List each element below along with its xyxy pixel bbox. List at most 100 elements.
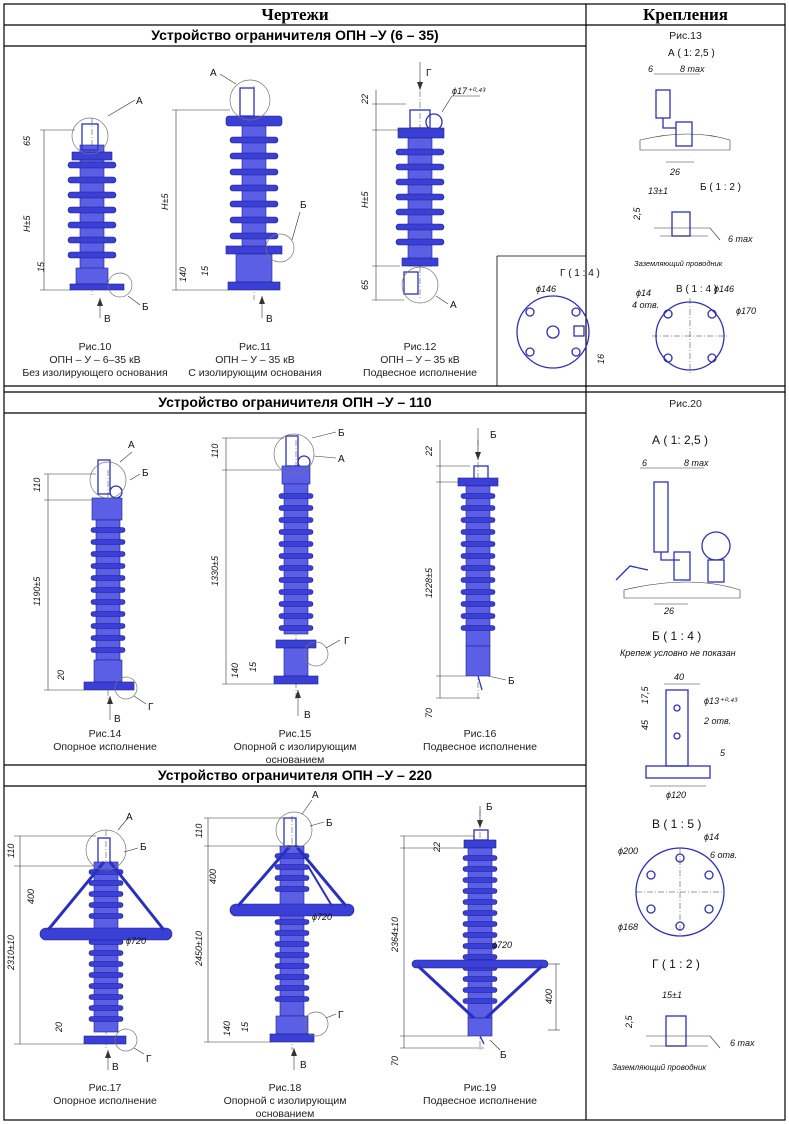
dim-8max: 8 max: [684, 458, 709, 468]
dim-16: 16: [596, 354, 606, 364]
caption-fig14: Рис.14 Опорное исполнение: [20, 728, 190, 754]
detail-v-title: В ( 1 : 5 ): [652, 817, 701, 831]
dim-6: 6: [648, 64, 653, 74]
figure-19-arrester: Б Б ϕ720 22 2364±10 400 70: [390, 802, 560, 1066]
caption-number: Рис.15: [278, 728, 312, 740]
dim-phi720: ϕ720: [126, 936, 146, 946]
figure-18-arrester: А Б Г В ϕ720 110 400 2450±10 140 15: [194, 790, 355, 1071]
detail-g-title: Г ( 1 : 4 ): [560, 268, 600, 279]
dim-45: 45: [640, 719, 650, 730]
caption-number: Рис.18: [268, 1082, 302, 1094]
dim-22: 22: [424, 446, 434, 457]
caption-fig10: Рис.10 ОПН – У – 6–35 кВ Без изолирующег…: [20, 341, 170, 380]
detail-v-fig20: В ( 1 : 5 ) ϕ200 ϕ14 6 отв. ϕ168: [618, 817, 737, 937]
caption-line: ОПН – У – 6–35 кВ: [49, 354, 141, 366]
detail-b-title: Б ( 1 : 4 ): [652, 629, 701, 643]
caption-line: ОПН – У – 35 кВ: [215, 354, 295, 366]
dim-26: 26: [663, 606, 674, 616]
dim-phi200: ϕ200: [618, 846, 638, 856]
caption-number: Рис.14: [88, 728, 122, 740]
dim-15: 15: [36, 261, 46, 272]
detail-a-fig20: А ( 1: 2,5 ) 6 8 max 26: [615, 433, 741, 616]
dim-13: 13±1: [648, 186, 668, 196]
callout-v: В: [114, 714, 121, 725]
callout-b: Б: [300, 200, 307, 211]
callout-b: Б: [338, 428, 345, 439]
dim-1330: 1330±5: [210, 555, 220, 586]
dim-phi146: ϕ146: [536, 284, 556, 294]
callout-b: Б: [142, 468, 149, 479]
callout-b: Б: [326, 818, 333, 829]
dim-15: 15: [200, 265, 210, 276]
callout-a: А: [210, 68, 217, 79]
dim-phi17: ϕ17⁺⁰·⁴³: [452, 86, 486, 96]
dim-6: 6: [642, 458, 647, 468]
dim-phi14: ϕ14: [636, 288, 651, 298]
dim-phi720: ϕ720: [492, 940, 512, 950]
dim-22: 22: [360, 94, 370, 105]
callout-a: А: [136, 96, 143, 107]
dim-140: 140: [222, 1021, 232, 1036]
detail-b-fig20: Б ( 1 : 4 ) Крепеж условно не показан 40…: [620, 629, 738, 800]
dim-phi146: ϕ146: [714, 284, 734, 294]
dim-110: 110: [210, 444, 220, 458]
dim-70: 70: [424, 708, 434, 718]
callout-a: А: [312, 790, 319, 801]
dim-20: 20: [54, 1022, 64, 1033]
dim-1228: 1228±5: [424, 567, 434, 598]
detail-g-title: Г ( 1 : 2 ): [652, 957, 700, 971]
detail-b-title: Б ( 1 : 2 ): [700, 182, 741, 193]
callout-a: А: [450, 300, 457, 311]
dim-400: 400: [544, 989, 554, 1004]
dim-2450: 2450±10: [194, 931, 204, 967]
dim-2364: 2364±10: [390, 917, 400, 953]
dim-5: 5: [720, 748, 726, 758]
fastener-note: Крепеж условно не показан: [620, 648, 736, 658]
caption-line: Без изолирующего основания: [22, 367, 168, 379]
dim-400: 400: [26, 889, 36, 904]
dim-140: 140: [178, 267, 188, 282]
callout-g: Г: [146, 1054, 152, 1065]
dim-phi170: ϕ170: [736, 306, 756, 316]
callout-v: В: [104, 314, 111, 325]
callout-b-lower: Б: [508, 676, 515, 687]
detail-v-title: В ( 1 : 4 ): [676, 284, 717, 295]
dim-400: 400: [208, 869, 218, 884]
caption-fig15: Рис.15 Опорной с изолирующим основанием: [210, 728, 380, 767]
caption-fig16: Рис.16 Подвесное исполнение: [400, 728, 560, 754]
detail-a-fig13: А ( 1: 2,5 ) 6 8 max 26: [639, 48, 731, 177]
dim-65: 65: [360, 279, 370, 290]
figure-11-arrester: А Б В H±5 140 15: [160, 68, 307, 325]
caption-fig13: Рис.13: [669, 30, 702, 42]
detail-g-fig13: Г ( 1 : 4 ) ϕ146 16: [516, 268, 606, 369]
callout-a: А: [126, 812, 133, 823]
caption-fig19: Рис.19 Подвесное исполнение: [400, 1082, 560, 1108]
callout-g: Г: [426, 68, 432, 79]
dim-40: 40: [674, 672, 684, 682]
caption-number: Рис.11: [239, 341, 271, 353]
callout-b: Б: [486, 802, 493, 813]
dim-110: 110: [32, 478, 42, 492]
caption-fig18: Рис.18 Опорной с изолирующим основанием: [200, 1082, 370, 1121]
detail-a-title: А ( 1: 2,5 ): [652, 433, 708, 447]
detail-g-fig20: Г ( 1 : 2 ) 15±1 2,5 6 max Заземляющий п…: [612, 957, 755, 1072]
dim-25: 2,5: [624, 1014, 634, 1029]
dim-26: 26: [669, 167, 680, 177]
callout-g: Г: [148, 702, 154, 713]
callout-g: Г: [344, 636, 350, 647]
caption-number: Рис.19: [463, 1082, 497, 1094]
caption-line: Опорной с изолирующим: [223, 1095, 347, 1107]
sheet-frame: [3, 3, 786, 1121]
dim-phi13: ϕ13⁺⁰·⁴³: [704, 696, 738, 706]
caption-fig12: Рис.12 ОПН – У – 35 кВ Подвесное исполне…: [350, 341, 490, 380]
holes-6: 6 отв.: [710, 850, 737, 860]
callout-v: В: [304, 710, 311, 721]
header-fastenings: Крепления: [643, 5, 728, 24]
dim-phi168: ϕ168: [618, 922, 638, 932]
dim-15-1: 15±1: [662, 990, 682, 1000]
dim-8max: 8 max: [680, 64, 705, 74]
figure-16-arrester: Б Б 22 1228±5 70: [424, 428, 515, 718]
ground-label: Заземляющий проводник: [612, 1063, 707, 1072]
